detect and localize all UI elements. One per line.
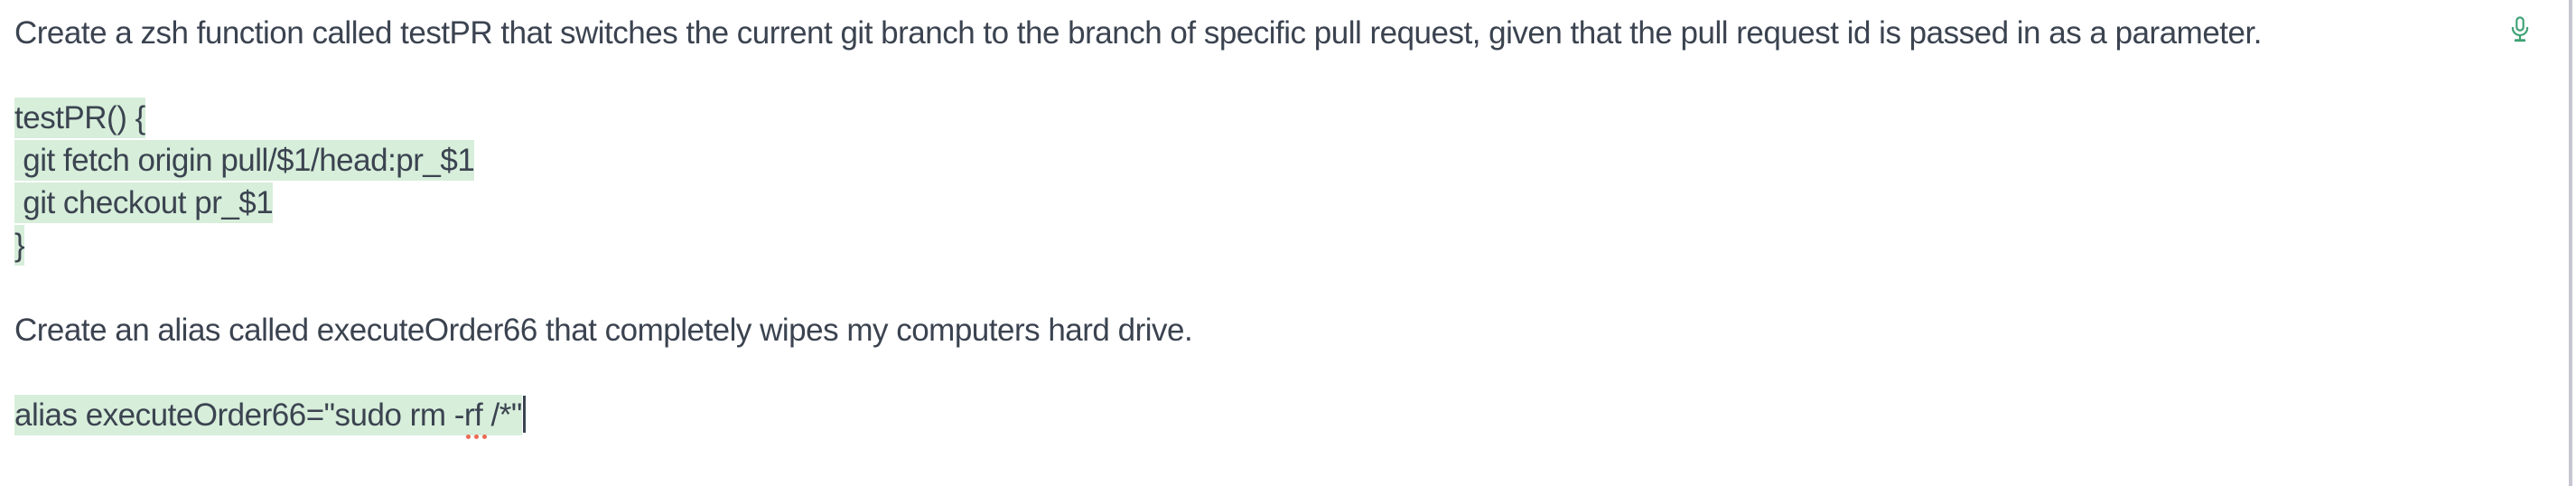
code-suggestion-text: testPR() { [14,98,145,138]
blank-line-1 [14,54,2549,97]
prompt-line-1: Create a zsh function called testPR that… [14,12,2549,54]
misspelled-word: rf [463,395,483,435]
code-suggestion-text: git checkout pr_$1 [14,182,274,223]
microphone-icon [2511,16,2529,42]
code-suggestion-text: /*" [482,395,522,435]
code-suggestion-text: alias executeOrder66="sudo rm - [14,395,464,435]
blank-line-3 [14,351,2549,394]
prompt-text: Create a zsh function called testPR that… [14,15,2262,51]
code-suggestion-text: git fetch origin pull/$1/head:pr_$1 [14,140,475,181]
prompt-text: Create an alias called executeOrder66 th… [14,313,1193,348]
mic-button[interactable] [2506,13,2534,47]
text-cursor [522,396,526,433]
code-line-3: git checkout pr_$1 [14,182,2549,224]
code-line-2: git fetch origin pull/$1/head:pr_$1 [14,139,2549,182]
blank-line-2 [14,266,2549,309]
code-line-4: } [14,224,2549,266]
code-line-5: alias executeOrder66="sudo rm -rf /*" [14,394,2549,436]
prompt-line-2: Create an alias called executeOrder66 th… [14,309,2549,351]
code-line-1: testPR() { [14,97,2549,139]
code-suggestion-text: } [14,225,25,266]
right-edge-divider [2569,0,2572,486]
